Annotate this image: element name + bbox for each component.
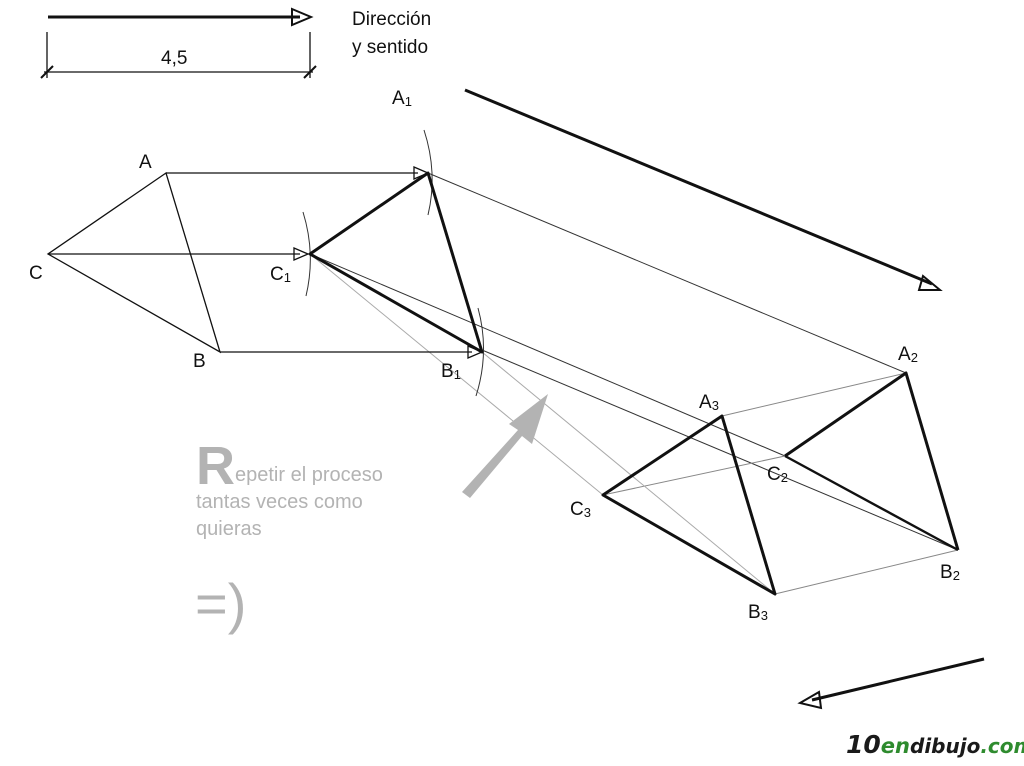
point-label-a1: A1: [392, 88, 412, 109]
logo-domain: .com: [980, 734, 1024, 758]
note-line2: tantas veces como: [196, 491, 363, 513]
site-logo: 10endibujo.com: [846, 730, 1024, 759]
logo-dibujo: dibujo: [910, 734, 981, 758]
point-label-a3: A3: [699, 392, 719, 413]
translation-lines: [48, 166, 484, 359]
gray-arrow: [462, 394, 548, 498]
point-label-c1: C1: [270, 264, 291, 285]
smiley: =): [195, 572, 247, 635]
logo-number: 10: [846, 730, 881, 759]
note-line3: quieras: [196, 518, 262, 540]
logo-en: en: [880, 734, 910, 758]
triangle-a3b3c3: [601, 414, 777, 596]
direction-arrow: [48, 7, 314, 27]
direction-line2: y sentido: [352, 37, 429, 58]
point-label-c3: C3: [570, 499, 591, 520]
note-line1: epetir el proceso: [235, 464, 383, 486]
repeat-note: Repetir el proceso tantas veces como qui…: [196, 439, 383, 543]
direction-label: Dirección y sentido: [352, 6, 431, 62]
point-label-b1: B1: [441, 361, 461, 382]
point-label-b3: B3: [748, 602, 768, 623]
point-label-a: A: [139, 152, 152, 173]
return-arrow: [797, 657, 985, 710]
point-label-a2: A2: [898, 344, 918, 365]
triangle-a2b2c2: [784, 371, 960, 552]
triangle-a1b1c1: [308, 171, 484, 354]
point-label-b2: B2: [940, 562, 960, 583]
point-label-c: C: [29, 263, 43, 284]
direction-line1: Dirección: [352, 9, 432, 30]
note-initial: R: [196, 436, 235, 496]
dimension-line: [40, 32, 317, 79]
point-label-c2: C2: [767, 464, 788, 485]
triangle-abc: [46, 171, 222, 354]
distance-label: 4,5: [161, 48, 188, 69]
construction-lines: [309, 172, 959, 595]
point-label-b: B: [193, 351, 206, 372]
right-direction-arrow: [464, 88, 943, 291]
